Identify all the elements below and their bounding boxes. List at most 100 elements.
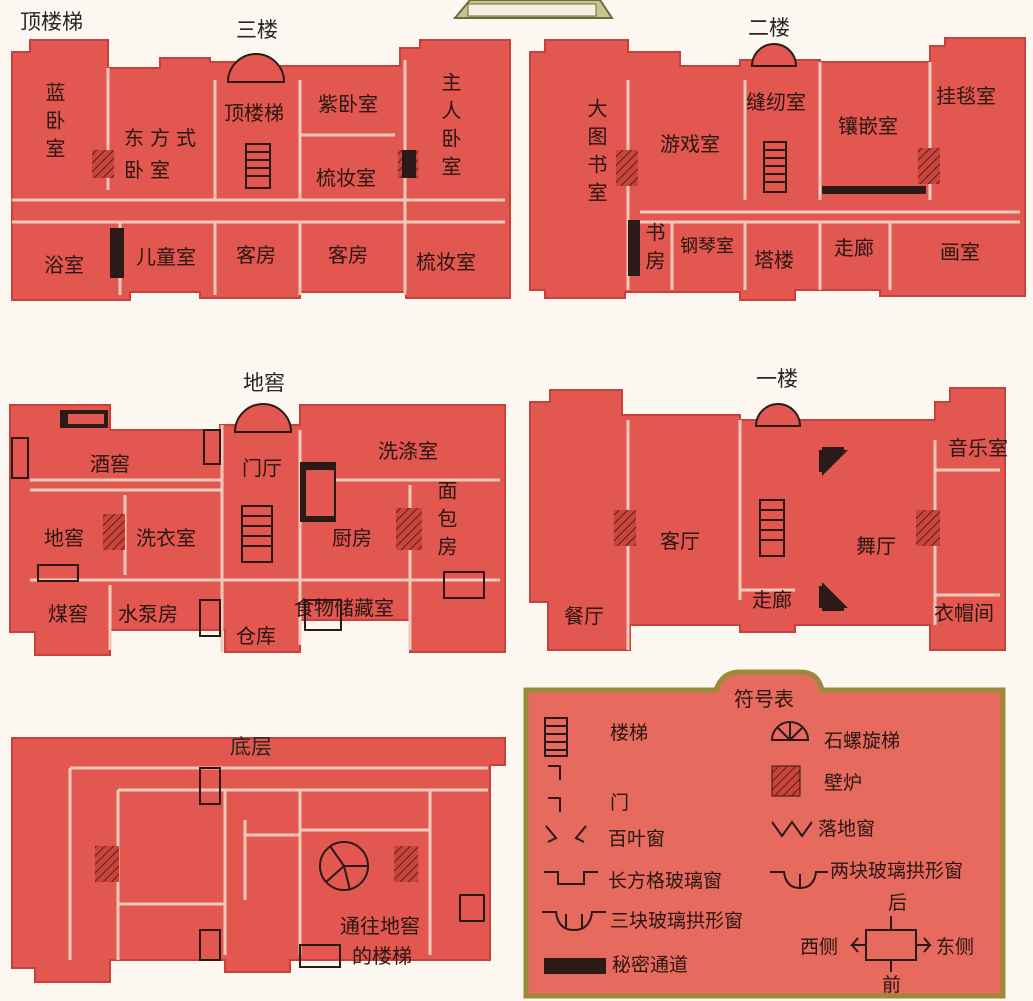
legend-french-window-icon [771,820,813,838]
ground-floor-plan [11,737,506,983]
legend-panel [523,669,1006,999]
ground-floor-title: 底层 [230,735,272,759]
ground-fireplace-2-icon [394,846,418,882]
room-tower: 塔楼 [754,248,794,272]
third-secret-passage-2 [402,150,416,178]
label-stairs-to-cellar-1: 通往地窖 [340,914,420,938]
room-corridor-1: 走廊 [752,588,792,612]
room-library: 大图书室 [584,98,608,210]
room-scullery: 洗涤室 [378,439,438,463]
third-floor-walls [12,60,505,295]
first-spiral-stair-icon [754,403,802,427]
second-fireplace-icon [616,150,638,186]
legend-two-pane-arch-icon [770,871,828,890]
legend-french-window-label: 落地窗 [818,818,876,840]
legend-three-pane-arch-label: 三块玻璃拱形窗 [610,910,744,932]
room-ballroom: 舞厅 [856,534,896,558]
ballroom-corner-marks [822,450,848,608]
second-fireplace-2-icon [918,148,940,184]
legend-fireplace-icon [771,765,801,797]
room-cellar: 地窖 [44,526,84,550]
legend-title: 符号表 [734,687,794,711]
compass-front-label: 前 [882,974,902,996]
room-cloakroom: 衣帽间 [934,601,994,625]
second-stairs-icon [763,141,787,193]
cellar-fireplace-icon [103,514,125,550]
first-floor-title: 一楼 [756,367,798,391]
room-gallery: 画室 [940,240,980,264]
attic-stairs-title: 顶楼梯 [20,10,83,34]
legend-secret-passage-label: 秘密通道 [612,954,689,976]
room-nursery: 儿童室 [136,245,196,269]
room-wine-cellar: 酒窖 [90,452,130,476]
ground-stairs-icon [199,767,485,968]
compass-west-label: 西侧 [800,936,839,958]
legend-fireplace-label: 壁炉 [824,772,863,794]
cellar-spiral-stair-icon [233,403,293,433]
legend-door-label: 门 [610,792,630,814]
room-sewing-room: 缝纫室 [746,90,806,114]
legend-shutter-window-icon [545,825,587,843]
first-stairs-icon [759,499,785,557]
room-guest-2: 客房 [328,243,368,267]
third-floor-plan [11,39,511,301]
cellar-secret-gap [68,414,104,424]
room-blue-bedroom: 蓝卧室 [42,82,66,166]
legend-spiral-stairs-icon [770,721,810,741]
room-coal-cellar: 煤窖 [48,602,88,626]
room-guest-1: 客房 [236,243,276,267]
legend-stairs-label: 楼梯 [610,722,649,744]
cellar-stairs-icon [11,429,485,637]
compass-back-label: 后 [888,892,908,914]
third-stairs-icon [245,143,271,189]
ground-fireplace-icon [95,846,119,882]
legend-two-pane-arch-label: 两块玻璃拱形窗 [830,860,964,882]
room-laundry: 洗衣室 [136,526,196,550]
room-game-room: 游戏室 [660,132,720,156]
legend-door-icon [548,765,561,812]
room-music-room: 音乐室 [948,436,1008,460]
room-kitchen: 厨房 [332,526,372,550]
first-fireplace-2-icon [916,510,940,546]
room-bathroom: 浴室 [44,253,84,277]
room-piano-room: 钢琴室 [680,236,734,257]
room-pantry: 食物储藏室 [294,596,394,620]
room-east-bedroom: 东方式卧室 [124,126,202,182]
third-secret-passage [110,228,124,278]
cellar-fireplace-2-icon [396,508,422,550]
room-storeroom: 仓库 [236,624,276,648]
room-dining-room: 餐厅 [564,604,604,628]
room-bakery: 面包房 [434,480,458,564]
room-foyer: 门厅 [242,456,282,480]
legend-shutter-window-label: 百叶窗 [608,828,666,850]
room-study: 书房 [642,222,666,278]
room-living-room: 客厅 [660,529,700,553]
cellar-walls [30,425,500,652]
first-fireplace-icon [614,510,636,546]
legend-stairs-icon [544,717,568,757]
third-spiral-stair-icon [226,53,286,83]
room-corridor-2: 走廊 [834,236,874,260]
legend-compass-icon [849,916,933,972]
room-inlay-room: 镶嵌室 [838,114,898,138]
second-floor-plan [529,37,1026,301]
room-dressing-room-2: 梳妆室 [416,250,476,274]
cellar-title: 地窖 [243,371,285,395]
room-attic-stairs: 顶楼梯 [224,101,284,125]
second-spiral-stair-icon [750,43,798,67]
room-pump-room: 水泵房 [118,602,178,626]
label-stairs-to-cellar-2: 的楼梯 [352,944,412,968]
legend-secret-passage-icon [544,958,606,974]
house-illustration-icon [452,0,614,19]
second-floor-title: 二楼 [748,16,790,40]
ground-floor-walls [68,766,488,960]
ground-spiral-stair-icon [319,841,369,891]
second-secret-passage-2 [822,186,926,194]
third-fireplace-icon [92,150,114,178]
room-master-bedroom: 主人卧室 [438,72,462,184]
second-secret-passage [628,220,640,276]
legend-rect-window-icon [544,871,598,885]
compass-east-label: 东侧 [936,936,975,958]
room-tapestry-room: 挂毯室 [936,84,996,108]
